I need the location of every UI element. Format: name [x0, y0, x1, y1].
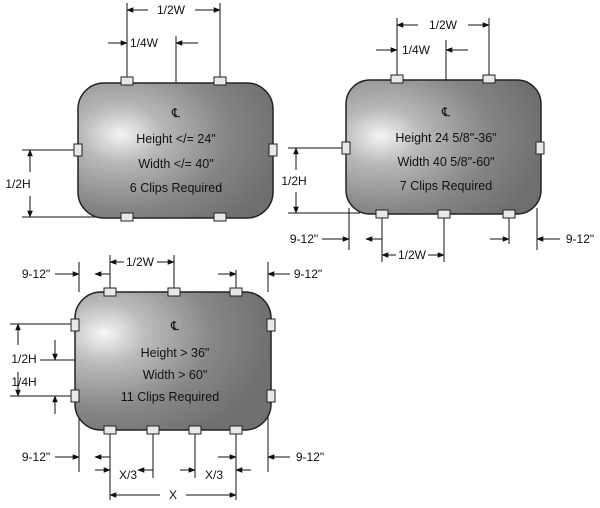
panel-b-centerline-icon: ℄ [441, 105, 451, 119]
panel-a-half-h-label: 1/2H [5, 177, 30, 191]
clip [375, 209, 389, 219]
panel-c-height-text: Height > 36" [141, 346, 210, 360]
panel-b-offset-left-label: 9-12" [290, 232, 318, 246]
panel-a-quarter-w-label: 1/4W [130, 36, 159, 50]
panel-c-dimensions [10, 255, 290, 500]
panel-b-clips-text: 7 Clips Required [400, 179, 492, 193]
panel-b-width-text: Width 40 5/8"-60" [397, 155, 494, 169]
clip [437, 209, 451, 219]
panel-a-clips [73, 76, 278, 222]
panel-a-half-w-label: 1/2W [157, 3, 186, 17]
clip [266, 318, 276, 332]
panel-c-offset-top-right-label: 9-12" [294, 267, 322, 281]
clip [70, 318, 80, 332]
clip [482, 74, 496, 84]
panel-a-glass [77, 82, 274, 219]
panel-c-width-text: Width > 60" [143, 368, 208, 382]
panel-c: 9-12" 1/2W 9-12" 1/2H 1/4H 9-12" 9-12" X… [10, 255, 324, 502]
panel-b-half-w-top-label: 1/2W [429, 18, 458, 32]
clip [167, 287, 181, 297]
panel-c-third-x-right-label: X/3 [205, 468, 223, 482]
panel-a: 1/2W 1/4W 1/2H ℄ Height </= 24" Width </… [5, 3, 278, 222]
clip [188, 425, 202, 435]
panel-c-total-x-label: X [169, 488, 177, 502]
clip [146, 425, 160, 435]
clip [70, 389, 80, 403]
panel-b-half-w-bottom-label: 1/2W [398, 248, 427, 262]
panel-c-half-h-label: 1/2H [11, 352, 36, 366]
panel-c-glass [74, 291, 272, 431]
panel-c-offset-bottom-right-label: 9-12" [296, 450, 324, 464]
panel-c-offset-top-left-label: 9-12" [22, 267, 50, 281]
clip [213, 76, 227, 86]
clip [535, 141, 545, 155]
panel-b-height-text: Height 24 5/8"-36" [395, 131, 496, 145]
panel-c-quarter-h-label: 1/4H [11, 375, 36, 389]
panel-b-clips [341, 74, 545, 219]
clip [103, 425, 117, 435]
clip [229, 287, 243, 297]
clip [103, 287, 117, 297]
panel-c-centerline-icon: ℄ [170, 319, 180, 333]
panel-a-width-text: Width </= 40" [138, 157, 213, 171]
clip [120, 212, 134, 222]
panel-a-centerline-icon: ℄ [171, 106, 181, 120]
panel-c-clips [70, 287, 276, 435]
clip [502, 209, 516, 219]
clip [213, 212, 227, 222]
clip [341, 141, 351, 155]
panel-c-offset-bottom-left-label: 9-12" [22, 450, 50, 464]
panel-a-height-text: Height </= 24" [136, 132, 216, 146]
panel-b-glass [345, 79, 542, 215]
panel-b-dimensions [288, 18, 560, 262]
clip [390, 74, 404, 84]
panel-a-dimensions [22, 3, 221, 218]
panel-c-third-x-left-label: X/3 [119, 468, 137, 482]
clip [229, 425, 243, 435]
panel-b-quarter-w-label: 1/4W [402, 43, 431, 57]
panel-c-half-w-label: 1/2W [126, 255, 155, 269]
panel-b-offset-right-label: 9-12" [566, 232, 594, 246]
clip [120, 76, 134, 86]
panel-b: 1/2W 1/4W 1/2H 9-12" 9-12" 1/2W ℄ Height… [281, 18, 594, 262]
panel-c-clips-text: 11 Clips Required [121, 390, 219, 404]
clip [73, 143, 83, 157]
panel-b-half-h-label: 1/2H [281, 174, 306, 188]
panel-a-clips-text: 6 Clips Required [130, 181, 222, 195]
clip [268, 143, 278, 157]
clip [266, 389, 276, 403]
